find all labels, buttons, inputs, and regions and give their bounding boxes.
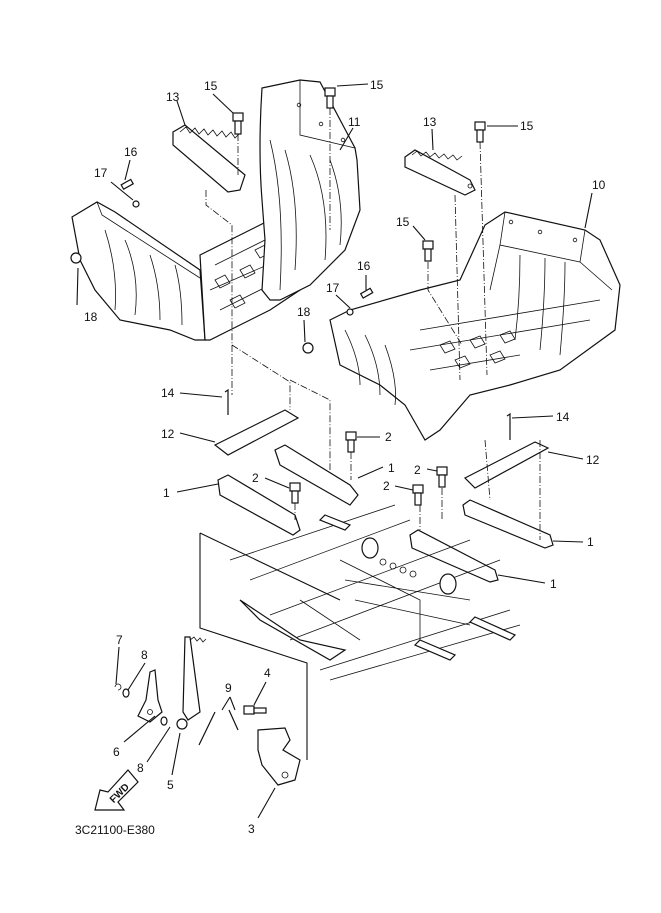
callout-15: 15 <box>396 215 410 229</box>
callout-16: 16 <box>124 145 138 159</box>
callout-2: 2 <box>252 471 259 485</box>
callout-2: 2 <box>383 479 390 493</box>
bolt-2c <box>436 466 448 488</box>
callout-16: 16 <box>357 259 371 273</box>
callout-4: 4 <box>264 666 271 680</box>
bolt-15c <box>474 121 486 143</box>
clip-7 <box>114 683 122 691</box>
callout-10: 10 <box>592 178 606 192</box>
washer-17a <box>132 200 140 208</box>
stay-12a <box>213 409 300 456</box>
footrest-board-right <box>329 211 621 441</box>
washer-8b <box>160 716 168 726</box>
bolt-2b <box>289 482 301 504</box>
bracket-1d <box>409 529 499 583</box>
bolt-2a <box>345 431 357 453</box>
callout-7: 7 <box>116 633 123 647</box>
callout-18: 18 <box>297 305 311 319</box>
brake-pedal-bracket-3 <box>257 727 301 786</box>
callout-9: 9 <box>225 681 232 695</box>
bracket-1c <box>462 499 554 549</box>
nut-18a <box>70 252 82 264</box>
callout-8: 8 <box>137 761 144 775</box>
screw-16b <box>359 287 374 299</box>
callout-15: 15 <box>520 119 534 133</box>
callout-11: 11 <box>348 115 361 129</box>
callout-1: 1 <box>163 486 170 500</box>
callout-1: 1 <box>388 461 395 475</box>
spring-9a <box>198 711 216 746</box>
callout-17: 17 <box>326 281 340 295</box>
callout-1: 1 <box>587 535 594 549</box>
callout-1: 1 <box>550 577 557 591</box>
forward-arrow: FWD <box>94 769 139 811</box>
alignment-lines <box>205 108 541 540</box>
callout-18: 18 <box>84 310 98 324</box>
frame <box>199 504 521 760</box>
bolt-15b <box>324 87 336 109</box>
nut-18b <box>302 342 314 354</box>
callout-12: 12 <box>586 453 600 467</box>
washer-8a <box>122 688 130 698</box>
callout-labels: 15 15 15 15 13 13 11 10 16 16 17 17 18 1… <box>84 78 606 836</box>
callout-15: 15 <box>370 78 384 92</box>
leader-lines <box>76 83 593 819</box>
callout-2: 2 <box>385 430 392 444</box>
diagram-code: 3C21100-E380 <box>75 823 155 837</box>
stay-12b <box>463 441 550 489</box>
bolt-15d <box>422 240 434 262</box>
callout-14: 14 <box>556 410 570 424</box>
callout-13: 13 <box>166 90 180 104</box>
callout-13: 13 <box>423 115 437 129</box>
spring-9b <box>228 709 239 731</box>
callout-2: 2 <box>414 463 421 477</box>
bracket-1b <box>274 444 359 506</box>
bracket-1a <box>217 474 301 536</box>
foot-peg-right <box>404 149 476 196</box>
screw-16a <box>120 178 135 191</box>
bolt-4 <box>243 705 267 715</box>
rivet-14a <box>224 388 229 415</box>
callout-15: 15 <box>204 79 218 93</box>
bolt-2d <box>412 484 424 506</box>
callout-17: 17 <box>94 166 108 180</box>
rivet-14b <box>506 412 511 440</box>
callout-8: 8 <box>141 648 148 662</box>
callout-3: 3 <box>248 822 255 836</box>
foot-peg-left <box>172 124 246 193</box>
washer-17b <box>346 308 354 316</box>
callout-12: 12 <box>161 427 175 441</box>
bolt-15a <box>232 112 244 135</box>
callout-14: 14 <box>161 386 175 400</box>
callout-5: 5 <box>167 778 174 792</box>
footrest-board-left <box>71 79 361 341</box>
callout-6: 6 <box>113 745 120 759</box>
lever-6 <box>137 669 163 723</box>
brake-pedal-5 <box>176 636 207 730</box>
